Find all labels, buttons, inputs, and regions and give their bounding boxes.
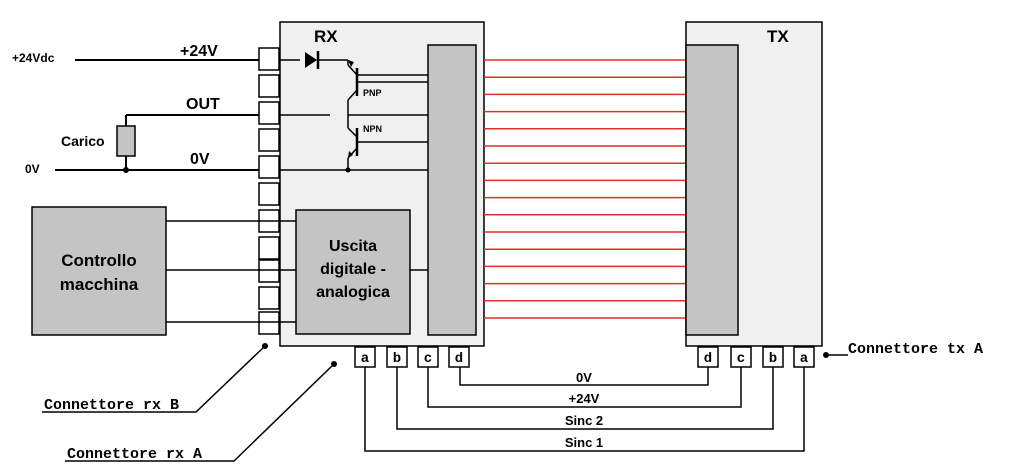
bus-label-0v: 0V	[576, 370, 592, 385]
machine-control-block	[31, 206, 167, 336]
svg-text:c: c	[424, 351, 432, 367]
machine-control-line1: Controllo	[61, 251, 137, 270]
bus-label-sinc1: Sinc 1	[565, 435, 603, 450]
light-beams	[484, 59, 686, 319]
tx-pin-b: b	[762, 346, 784, 368]
line-0v-label: 0V	[190, 151, 210, 168]
rx-pin-b: b	[386, 346, 408, 368]
svg-text:a: a	[800, 351, 809, 367]
gnd-label: 0V	[25, 162, 40, 176]
connector-tx-a-callout: Connettore tx A	[823, 341, 983, 358]
rx-pin-d: d	[448, 346, 470, 368]
line-24v-label: +24V	[180, 43, 218, 60]
machine-control-line2: macchina	[60, 275, 139, 294]
rx-output-label-line2: digitale -	[320, 261, 386, 278]
rx-title: RX	[314, 27, 338, 46]
connector-rx-a-label: Connettore rx A	[67, 446, 202, 463]
svg-text:d: d	[455, 351, 463, 367]
tx-pin-d: d	[697, 346, 719, 368]
connector-rx-b-label: Connettore rx B	[44, 397, 179, 414]
bus-wire-sinc1	[364, 367, 805, 452]
tx-pin-a: a	[793, 346, 815, 368]
rx-output-block	[295, 209, 411, 335]
load-label: Carico	[61, 133, 105, 149]
rx-pin-c: c	[417, 346, 439, 368]
rx-terminal-block	[258, 47, 280, 335]
svg-text:b: b	[393, 351, 401, 367]
tx-pin-c: c	[730, 346, 752, 368]
bus-wire-0v	[459, 367, 709, 386]
line-out-label: OUT	[186, 96, 220, 113]
bus-label-sinc2: Sinc 2	[565, 413, 603, 428]
svg-text:d: d	[704, 351, 712, 367]
rx-output-label-line3: analogica	[316, 284, 390, 301]
svg-text:a: a	[361, 351, 370, 367]
svg-text:c: c	[737, 351, 745, 367]
bus-label-24v: +24V	[569, 391, 600, 406]
connector-rx-b-callout: Connettore rx B	[42, 343, 268, 414]
diode-icon	[305, 51, 348, 69]
rx-pin-a: a	[354, 346, 376, 368]
supply-label: +24Vdc	[12, 51, 55, 65]
connector-rx-a-callout: Connettore rx A	[65, 361, 337, 463]
svg-text:b: b	[769, 351, 777, 367]
npn-transistor-icon	[345, 115, 428, 173]
bus-wire-sinc2	[396, 367, 774, 430]
connector-tx-a-label: Connettore tx A	[848, 341, 983, 358]
rx-output-label-line1: Uscita	[329, 238, 377, 255]
npn-label: NPN	[363, 124, 382, 134]
tx-emitter-strip	[685, 44, 739, 336]
tx-title: TX	[767, 27, 789, 46]
bus-wire-24v	[427, 367, 742, 408]
pnp-label: PNP	[363, 88, 382, 98]
load-resistor	[116, 125, 136, 157]
rx-receiver-strip	[427, 44, 477, 336]
